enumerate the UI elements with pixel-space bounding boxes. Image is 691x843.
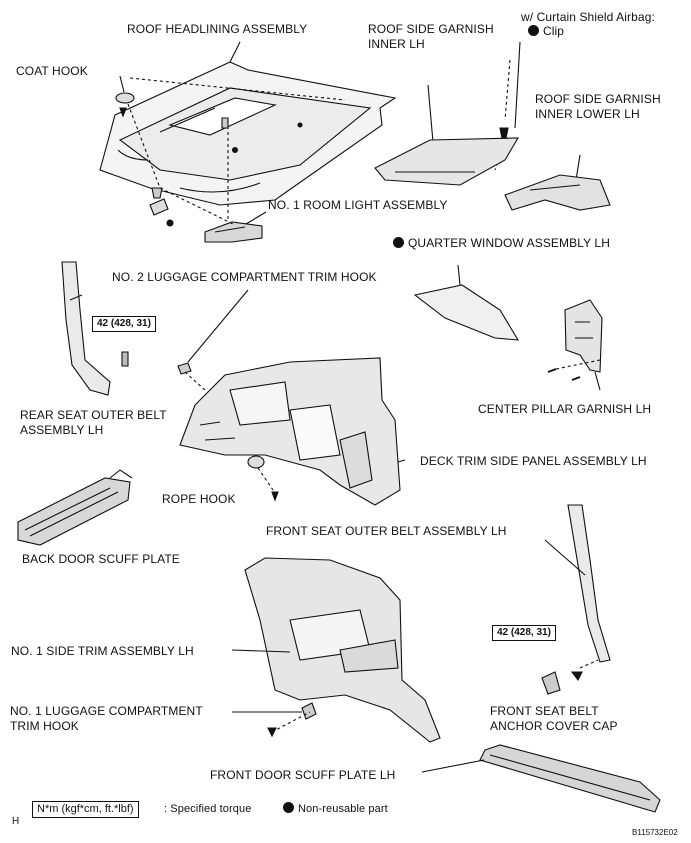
coat-hook-leader [119,75,125,93]
front-belt-cap-part [541,671,561,695]
label-luggage-trim-hook-2: NO. 2 LUGGAGE COMPARTMENT TRIM HOOK [112,270,377,284]
label-roof-headlining: ROOF HEADLINING ASSEMBLY [127,22,308,36]
label-side-trim: NO. 1 SIDE TRIM ASSEMBLY LH [11,644,194,658]
label-back-door-scuff: BACK DOOR SCUFF PLATE [22,552,180,566]
nonreusable-dot-icon [393,237,404,248]
torque-rear-belt: 42 (428, 31) [92,316,156,332]
room-light-part [204,221,263,243]
label-front-seat-belt: FRONT SEAT OUTER BELT ASSEMBLY LH [266,524,507,538]
label-roof-side-garnish-lower: ROOF SIDE GARNISH INNER LOWER LH [535,92,661,121]
roof-side-garnish-lower-part [504,174,611,211]
clip-text: Clip [543,24,565,38]
label-luggage-trim-hook-1: NO. 1 LUGGAGE COMPARTMENT TRIM HOOK [10,704,203,733]
label-front-door-scuff: FRONT DOOR SCUFF PLATE LH [210,768,396,782]
label-deck-trim: DECK TRIM SIDE PANEL ASSEMBLY LH [420,454,647,468]
label-center-pillar: CENTER PILLAR GARNISH LH [478,402,652,416]
quarter-window-part [413,264,520,341]
rear-seat-belt-part [61,261,129,396]
nonreusable-dot-icon [528,25,539,36]
label-coat-hook: COAT HOOK [16,64,88,78]
label-curtain-note: w/ Curtain Shield Airbag: [521,10,655,24]
back-door-scuff-part [17,469,133,546]
roof-side-garnish-inner-part [374,127,519,186]
label-rear-seat-belt: REAR SEAT OUTER BELT ASSEMBLY LH [20,408,167,437]
legend-nonreusable-text: Non-reusable part [298,803,388,815]
front-door-scuff-part [421,744,661,813]
label-roof-side-garnish-inner: ROOF SIDE GARNISH INNER LH [368,22,494,51]
luggage-trim-hook-2-part [177,289,249,391]
room-light-leader [245,211,267,225]
label-quarter-window: QUARTER WINDOW ASSEMBLY LH [393,236,610,251]
corner-letter: H [12,816,20,827]
figure-id: B115732E02 [632,828,678,837]
clip-leader [514,41,521,129]
garnish-lower-leader [575,154,581,181]
headlining-clips [149,117,229,227]
deck-trim-side-panel-part [179,357,406,506]
headlining-leader [229,41,241,63]
label-clip: Clip [528,24,564,39]
rope-hook-part [247,455,279,502]
torque-front-belt: 42 (428, 31) [492,625,556,641]
label-rope-hook: ROPE HOOK [162,492,236,506]
roof-headlining-part [99,61,397,206]
center-pillar-garnish-part [547,299,603,391]
label-front-belt-cap: FRONT SEAT BELT ANCHOR COVER CAP [490,704,618,733]
nonreusable-dot-icon [283,802,294,813]
legend-torque-desc: : Specified torque [164,803,252,815]
side-trim-part [231,557,441,743]
quarter-window-text: QUARTER WINDOW ASSEMBLY LH [408,236,610,250]
label-room-light: NO. 1 ROOM LIGHT ASSEMBLY [268,198,448,212]
front-seat-belt-part [544,504,611,682]
coat-hook-part [115,92,135,118]
legend-nonreusable: Non-reusable part [283,802,388,817]
legend-torque-box: N*m (kgf*cm, ft.*lbf) [32,801,139,818]
